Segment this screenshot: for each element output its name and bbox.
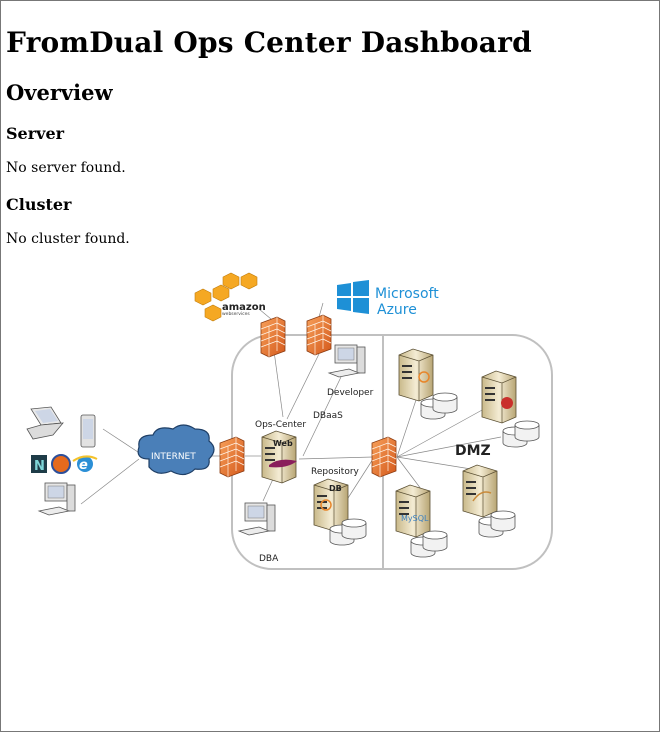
server-logo-icon — [501, 397, 513, 409]
firewall-icon — [306, 314, 332, 356]
netscape-browser-icon — [31, 455, 47, 473]
workstation-icon — [38, 482, 76, 516]
internet-label: INTERNET — [151, 452, 196, 462]
database-icon — [341, 518, 367, 540]
internet-cloud-icon: INTERNET — [137, 424, 215, 476]
cluster-heading: Cluster — [6, 195, 72, 214]
developer-workstation-icon — [328, 344, 366, 378]
server-heading: Server — [6, 124, 65, 143]
dba-workstation-icon — [238, 502, 276, 536]
architecture-diagram: amazon webservices Microsoft Azure N e I… — [21, 269, 561, 579]
database-icon — [422, 530, 448, 552]
db-server-label: DB — [329, 484, 342, 493]
mysql-logo-text: MySQL — [401, 514, 429, 523]
svg-text:N: N — [34, 459, 45, 474]
galera-logo-icon — [320, 499, 332, 511]
amazon-logo-subtext: webservices — [222, 311, 250, 317]
web-server-label: Web — [273, 439, 293, 448]
browser-icons: N e — [31, 454, 98, 474]
mobile-phone-icon — [80, 414, 96, 448]
laptop-icon — [26, 406, 64, 440]
firewall-icon — [371, 436, 397, 478]
svg-text:e: e — [79, 458, 88, 473]
dmz-label: DMZ — [455, 443, 491, 459]
database-icon — [432, 392, 458, 414]
cluster-empty-message: No cluster found. — [6, 231, 130, 247]
amazon-logo-text: amazon — [222, 302, 266, 313]
dba-label: DBA — [259, 554, 279, 564]
dbaas-label: DBaaS — [313, 411, 343, 421]
firefox-browser-icon — [51, 454, 71, 474]
dashboard-page: FromDual Ops Center Dashboard Overview S… — [1, 26, 659, 248]
firewall-icon — [219, 436, 245, 478]
microsoft-logo-text: Microsoft — [375, 286, 439, 302]
page-title: FromDual Ops Center Dashboard — [6, 26, 532, 59]
database-icon — [514, 420, 540, 442]
developer-label: Developer — [327, 388, 374, 398]
repository-label: Repository — [311, 467, 360, 477]
dmz-server-icon — [462, 464, 498, 518]
internet-explorer-icon — [77, 456, 93, 472]
galera-logo-icon — [418, 371, 430, 383]
server-logo-icon — [472, 491, 492, 502]
microsoft-azure-logo: Microsoft Azure — [337, 280, 439, 318]
overview-heading: Overview — [6, 80, 113, 105]
server-empty-message: No server found. — [6, 160, 126, 176]
amazon-web-services-logo: amazon webservices — [194, 272, 266, 322]
firewall-icon — [260, 316, 286, 358]
dmz-mysql-server-icon — [395, 484, 431, 538]
web-server-feather-icon — [269, 459, 297, 468]
architecture-diagram-svg: amazon webservices Microsoft Azure N e I… — [26, 272, 553, 570]
dmz-server-icon — [481, 370, 517, 424]
ops-center-label: Ops-Center — [255, 420, 306, 430]
database-icon — [490, 510, 516, 532]
azure-logo-text: Azure — [377, 302, 417, 318]
